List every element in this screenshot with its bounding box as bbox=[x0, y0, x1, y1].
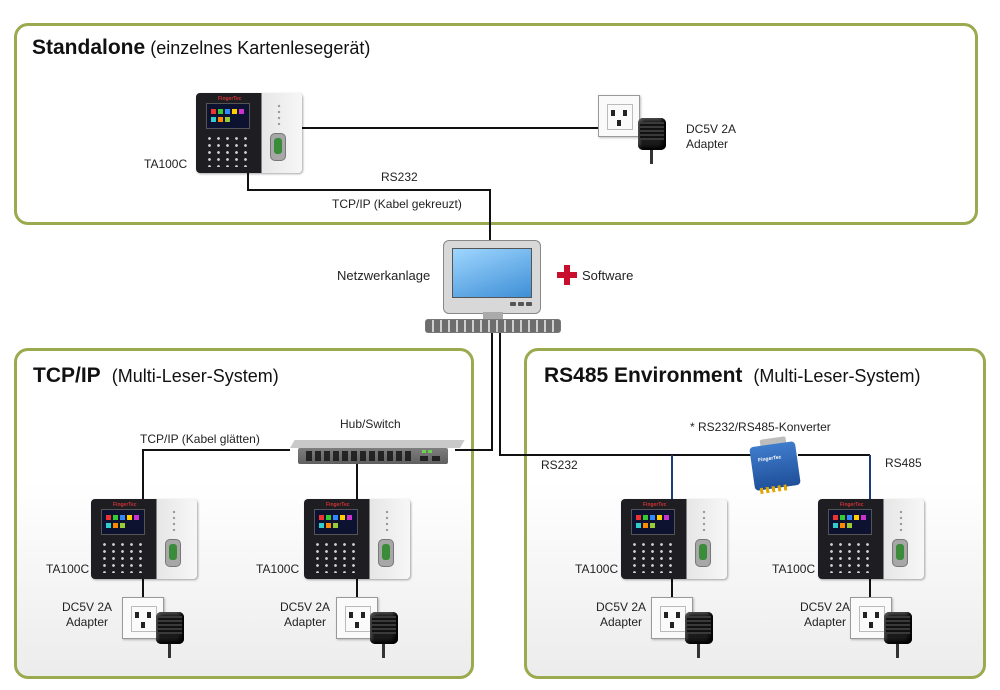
rs485-device2-adapter bbox=[884, 612, 912, 658]
standalone-title: Standalone (einzelnes Kartenlesegerät) bbox=[32, 36, 370, 60]
computer-monitor bbox=[443, 240, 541, 314]
rs485-device2-adapter-line2: Adapter bbox=[804, 615, 847, 629]
tcp-terminal-2: FingerTec bbox=[304, 499, 410, 579]
standalone-subtitle: (einzelnes Kartenlesegerät) bbox=[150, 38, 371, 58]
standalone-terminal: FingerTec bbox=[196, 93, 302, 173]
tcp-device1-adapter-label: DC5V 2A Adapter bbox=[62, 600, 112, 630]
standalone-adapter-line2: Adapter bbox=[686, 137, 729, 151]
tcp-device1-adapter-line2: Adapter bbox=[66, 615, 109, 629]
rs485-device2-label: TA100C bbox=[772, 562, 816, 576]
rs485-device1-label: TA100C bbox=[575, 562, 619, 576]
tcp-device1-label: TA100C bbox=[46, 562, 90, 576]
rs485-terminal-2: FingerTec bbox=[818, 499, 924, 579]
tcp-device1-adapter-line1: DC5V 2A bbox=[62, 600, 113, 614]
pc-to-converter-wire bbox=[499, 333, 752, 456]
tcp-device2-adapter-line1: DC5V 2A bbox=[280, 600, 331, 614]
tcp-device2-adapter-line2: Adapter bbox=[284, 615, 327, 629]
rs485-terminal-1: FingerTec bbox=[621, 499, 727, 579]
rs485-device2-adapter-label: DC5V 2A Adapter bbox=[800, 600, 850, 630]
tcpip-title-bold: TCP/IP bbox=[33, 364, 101, 387]
tcp-terminal-1: FingerTec bbox=[91, 499, 197, 579]
rs485-device1-adapter-line1: DC5V 2A bbox=[596, 600, 647, 614]
rs485-device1-adapter-label: DC5V 2A Adapter bbox=[596, 600, 646, 630]
converter-label: * RS232/RS485-Konverter bbox=[690, 420, 831, 434]
pc-to-switch-wire bbox=[455, 333, 493, 451]
computer-keyboard bbox=[425, 319, 561, 333]
rs485-device2-adapter-line1: DC5V 2A bbox=[800, 600, 851, 614]
standalone-adapter-label: DC5V 2A Adapter bbox=[686, 122, 736, 152]
standalone-panel bbox=[14, 23, 978, 225]
standalone-device-label: TA100C bbox=[144, 157, 188, 171]
network-label: Netzwerkanlage bbox=[337, 268, 431, 283]
rs485-device1-adapter-line2: Adapter bbox=[600, 615, 643, 629]
tcpip-cable-label: TCP/IP (Kabel glätten) bbox=[140, 432, 260, 446]
rs232-label: RS232 bbox=[541, 458, 578, 472]
rs485-device1-adapter bbox=[685, 612, 713, 658]
tcp-device1-adapter bbox=[156, 612, 184, 658]
tcpip-subtitle: (Multi-Leser-System) bbox=[111, 366, 279, 386]
tcp-device2-label: TA100C bbox=[256, 562, 300, 576]
standalone-rs232-label: RS232 bbox=[381, 170, 418, 184]
standalone-power-adapter bbox=[638, 118, 666, 164]
hub-switch-label: Hub/Switch bbox=[340, 417, 401, 431]
software-label: Software bbox=[582, 268, 634, 283]
tcp-device2-adapter-label: DC5V 2A Adapter bbox=[280, 600, 330, 630]
rs232-rs485-converter: FingerTec bbox=[749, 436, 801, 495]
rs485-title-bold: RS485 Environment bbox=[544, 364, 743, 387]
plus-icon bbox=[557, 265, 577, 285]
hub-switch bbox=[290, 440, 465, 464]
tcp-device2-adapter bbox=[370, 612, 398, 658]
standalone-adapter-line1: DC5V 2A bbox=[686, 122, 737, 136]
standalone-tcpip-label: TCP/IP (Kabel gekreuzt) bbox=[332, 197, 462, 211]
standalone-rs232-wire bbox=[247, 170, 491, 240]
tcpip-title: TCP/IP (Multi-Leser-System) bbox=[33, 364, 279, 388]
switch-to-device1-wire bbox=[142, 449, 290, 500]
standalone-title-bold: Standalone bbox=[32, 36, 146, 59]
rs485-title: RS485 Environment (Multi-Leser-System) bbox=[544, 364, 920, 388]
rs485-subtitle: (Multi-Leser-System) bbox=[753, 366, 921, 386]
rs485-label: RS485 bbox=[885, 456, 922, 470]
standalone-wall-socket bbox=[598, 95, 640, 137]
monitor-stand bbox=[483, 312, 503, 320]
